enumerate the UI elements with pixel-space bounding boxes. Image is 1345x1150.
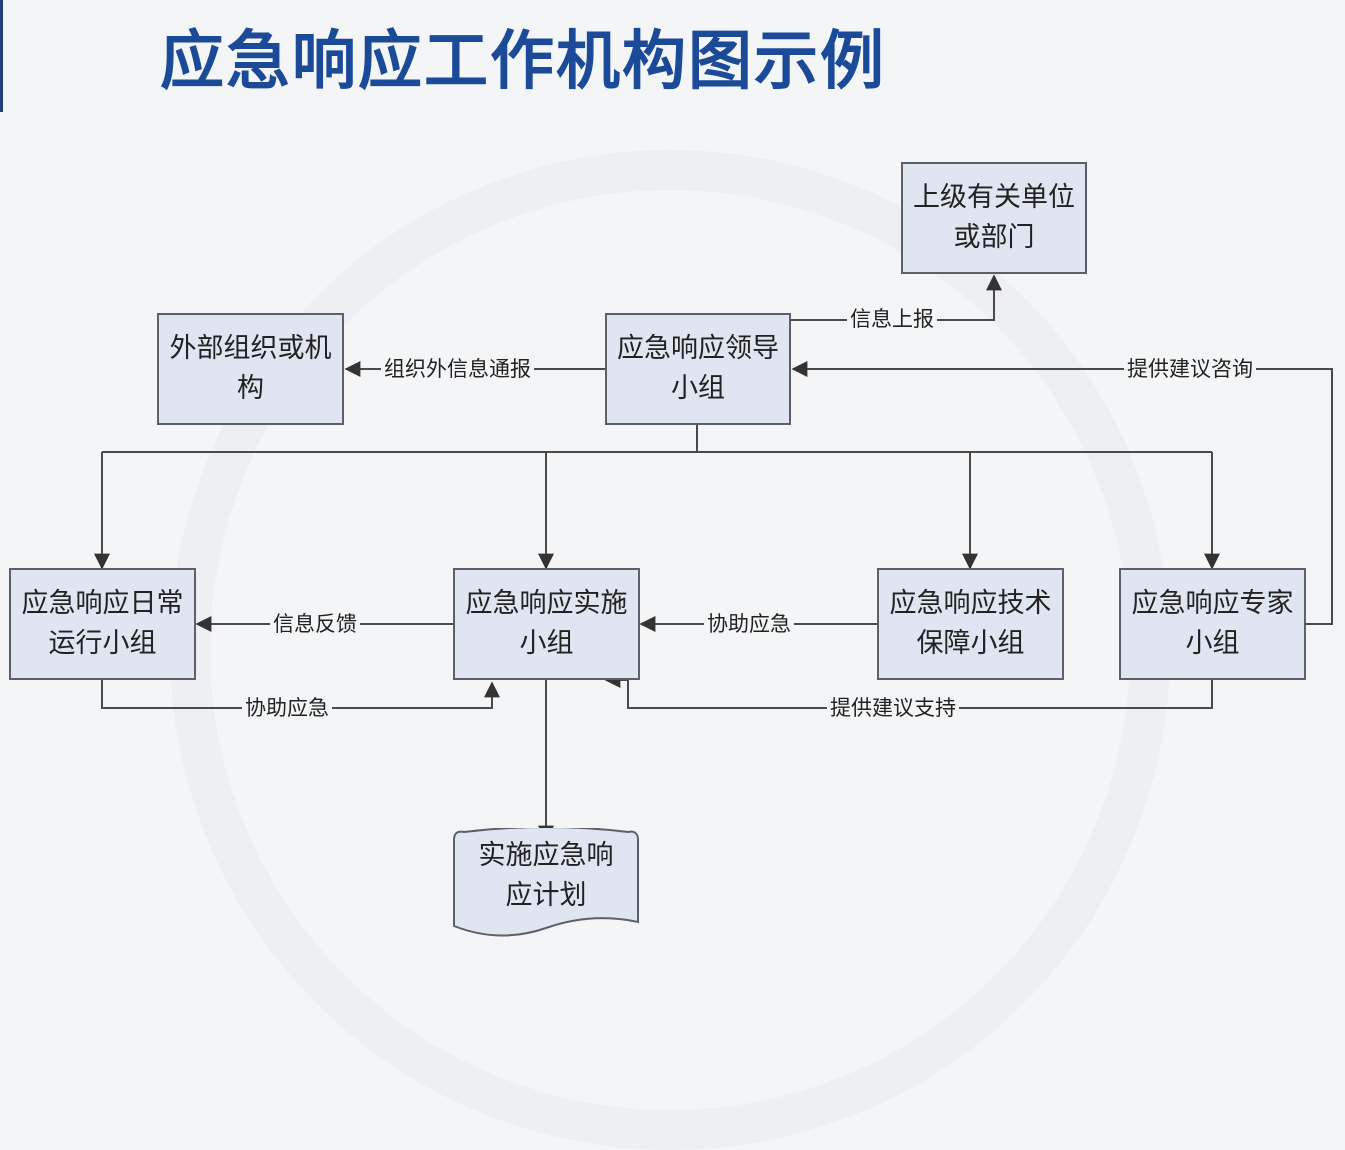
node-tech-support: 应急响应技术保障小组 <box>877 568 1064 680</box>
label-assist-tech: 协助应急 <box>704 611 794 637</box>
label-notify-external: 组织外信息通报 <box>381 356 534 382</box>
node-plan-label: 实施应急响应计划 <box>478 840 614 911</box>
edge-advise-support <box>604 672 1213 709</box>
node-superior: 上级有关单位或部门 <box>901 162 1087 274</box>
node-leadership-label: 应急响应领导小组 <box>617 333 779 404</box>
node-external: 外部组织或机构 <box>157 313 344 425</box>
edge-leadership-bus <box>102 425 1212 453</box>
connector-lines <box>94 274 1333 842</box>
label-feedback: 信息反馈 <box>270 611 360 637</box>
node-plan: 实施应急响应计划 <box>452 828 640 940</box>
node-leadership: 应急响应领导小组 <box>605 313 791 425</box>
page-title: 应急响应工作机构图示例 <box>160 25 886 99</box>
node-expert: 应急响应专家小组 <box>1119 568 1306 680</box>
label-report-up: 信息上报 <box>847 306 937 332</box>
node-superior-label: 上级有关单位或部门 <box>913 182 1075 253</box>
document-shape <box>453 828 639 937</box>
node-implementation: 应急响应实施小组 <box>453 568 640 680</box>
label-advise-consult: 提供建议咨询 <box>1124 356 1256 382</box>
label-advise-support: 提供建议支持 <box>827 695 959 721</box>
label-assist-daily: 协助应急 <box>242 695 332 721</box>
node-expert-label: 应急响应专家小组 <box>1131 588 1294 659</box>
node-implementation-label: 应急响应实施小组 <box>465 588 628 659</box>
node-daily-ops: 应急响应日常运行小组 <box>9 568 196 680</box>
node-tech-support-label: 应急响应技术保障小组 <box>889 588 1052 659</box>
left-accent-bar <box>0 0 3 112</box>
node-daily-ops-label: 应急响应日常运行小组 <box>21 588 184 659</box>
edge-advise-consult <box>791 361 1333 625</box>
node-external-label: 外部组织或机构 <box>169 333 332 404</box>
